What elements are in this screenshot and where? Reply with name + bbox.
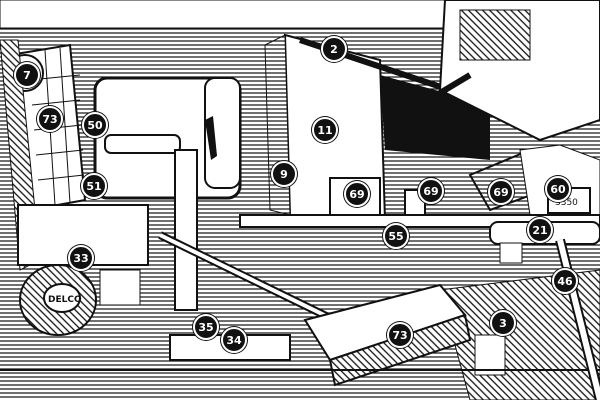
- callout-3: 3: [490, 310, 516, 336]
- callout-46: 46: [552, 268, 578, 294]
- callout-69: 69: [418, 178, 444, 204]
- callout-34: 34: [221, 327, 247, 353]
- callout-7: 7: [14, 62, 40, 88]
- callout-21: 21: [527, 217, 553, 243]
- callout-35: 35: [193, 314, 219, 340]
- seat: [104, 134, 181, 154]
- callout-51: 51: [81, 173, 107, 199]
- callout-11: 11: [312, 117, 338, 143]
- callout-2: 2: [321, 36, 347, 62]
- callout-50: 50: [82, 112, 108, 138]
- box-number-text: 3350: [555, 198, 578, 208]
- callout-55: 55: [383, 223, 409, 249]
- callout-33: 33: [68, 245, 94, 271]
- callout-9: 9: [271, 161, 297, 187]
- callout-60: 60: [545, 176, 571, 202]
- dark-opening: [380, 75, 490, 160]
- callout-73: 73: [387, 322, 413, 348]
- callout-69: 69: [344, 181, 370, 207]
- callout-69: 69: [488, 179, 514, 205]
- callout-73: 73: [37, 106, 63, 132]
- motor-brand-text: DELCO: [48, 295, 82, 305]
